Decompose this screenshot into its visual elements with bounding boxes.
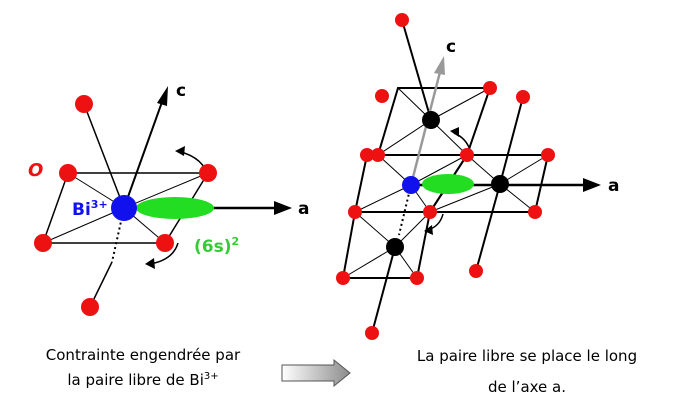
left-bond <box>123 172 209 209</box>
right-bond <box>429 183 501 213</box>
left-a-label: a <box>298 199 309 219</box>
left-oxygen-atom <box>75 95 93 113</box>
right-rotation-arrowhead-bottom <box>424 225 433 235</box>
left-a-axis-arrowhead <box>274 201 292 215</box>
right-oxygen-atom <box>395 13 409 27</box>
right-oxygen-atom <box>371 148 385 162</box>
left-apical-bond-hidden <box>111 207 125 263</box>
right-long-bond <box>475 183 501 272</box>
right-oxygen-atom <box>360 148 374 162</box>
left-c-axis <box>123 101 163 209</box>
left-apical-bond <box>83 103 125 209</box>
right-bond <box>377 119 432 156</box>
right-rotation-arrowhead-top <box>450 127 459 137</box>
right-cation-atom <box>491 175 509 193</box>
left-c-label: c <box>176 81 186 101</box>
right-bismuth-atom <box>402 176 420 194</box>
right-c-label: c <box>446 37 456 57</box>
caption-left-line2: la paire libre de Bi3+ <box>67 371 219 389</box>
right-c-axis-arrowhead <box>434 56 445 75</box>
right-bond <box>430 87 491 121</box>
right-cation-atom <box>422 111 440 129</box>
caption-right: La paire libre se place le long de l’axe… <box>372 345 682 398</box>
left-bond <box>42 207 125 244</box>
right-lone-pair <box>422 174 474 194</box>
right-oxygen-atom <box>348 205 362 219</box>
right-oxygen-atom <box>541 148 555 162</box>
left-oxygen-atom <box>81 298 99 316</box>
right-cation-atom <box>386 238 404 256</box>
right-oxygen-atom <box>516 90 530 104</box>
left-o-label: O <box>28 160 43 181</box>
left-6s-label: (6s)2 <box>194 235 239 257</box>
right-oxygen-atom <box>410 271 424 285</box>
right-bond <box>342 246 396 279</box>
left-oxygen-atom <box>59 164 77 182</box>
right-long-bond <box>371 246 396 334</box>
right-bi-apical-hidden <box>398 184 412 236</box>
caption-right-line2: de l’axe a. <box>487 378 567 396</box>
right-oxygen-atom <box>423 205 437 219</box>
right-a-label: a <box>608 176 619 196</box>
right-a-axis-arrowhead <box>583 178 601 192</box>
left-oxygen-atom <box>34 234 52 252</box>
right-c-axis <box>409 71 442 186</box>
left-rotation-arrowhead-bottom <box>145 258 155 269</box>
right-oxygen-atom <box>460 148 474 162</box>
right-oxygen-atom <box>469 264 483 278</box>
right-oxygen-atom <box>365 326 379 340</box>
left-octahedron: c a O Bi3+ (6s)2 <box>28 81 309 316</box>
left-oxygen-atom <box>156 234 174 252</box>
caption-left-line1: Contrainte engendrée par <box>45 346 241 364</box>
right-bond <box>410 154 468 186</box>
left-bismuth-atom <box>111 195 137 221</box>
right-oxygen-atom <box>528 205 542 219</box>
right-rotation-arrow-top <box>453 132 471 151</box>
right-bond <box>354 184 412 213</box>
right-oxygen-atom <box>375 89 389 103</box>
left-oxygen-atom <box>199 164 217 182</box>
caption-left: Contrainte engendrée par la paire libre … <box>0 345 286 391</box>
right-oxygen-atom <box>336 271 350 285</box>
caption-right-line1: La paire libre se place le long <box>416 347 638 365</box>
left-rotation-arrowhead-top <box>175 146 185 156</box>
right-structure: c a <box>336 13 619 340</box>
right-oxygen-atom <box>483 81 497 95</box>
left-c-axis-arrowhead <box>157 86 168 106</box>
left-lone-pair <box>136 197 214 219</box>
transition-arrow-icon <box>281 358 351 388</box>
right-long-bond <box>499 96 524 185</box>
right-long-bond <box>401 19 432 121</box>
left-bi-label: Bi3+ <box>72 198 108 220</box>
right-bond <box>499 154 549 185</box>
